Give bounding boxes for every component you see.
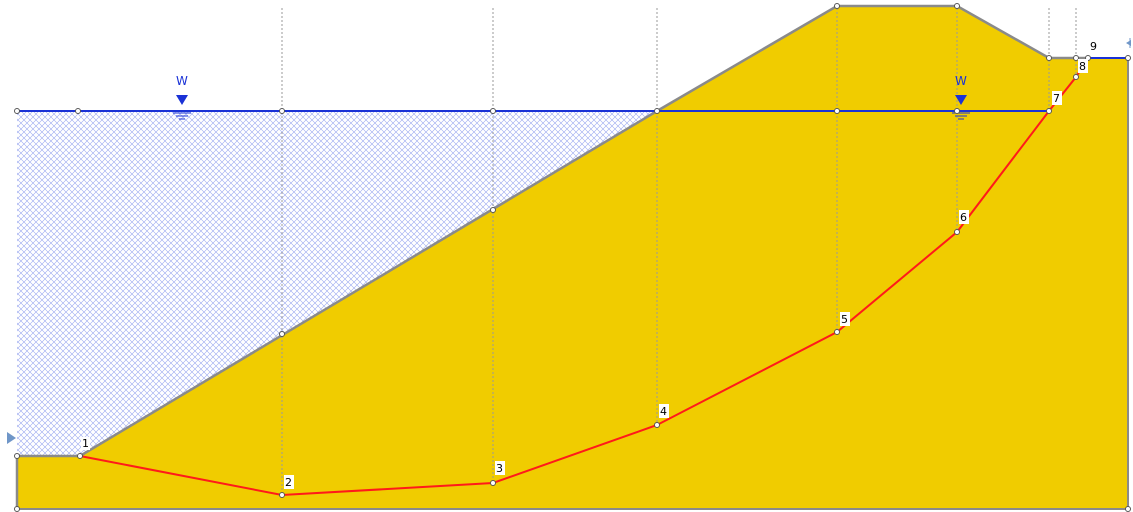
slip-point-label: 4 [659, 404, 669, 418]
water-table-marker-icon: W [173, 74, 191, 120]
water-label: W [955, 74, 967, 88]
svg-text:6: 6 [960, 211, 967, 224]
slip-point-label: 7 [1052, 91, 1062, 105]
slip-point-label: 1 [81, 437, 90, 450]
terrain-surface-line [15, 4, 1088, 509]
svg-text:9: 9 [1090, 40, 1097, 53]
svg-text:8: 8 [1079, 60, 1086, 73]
right-boundary-arrow-icon [1126, 38, 1131, 48]
slip-point-label: 9 [1090, 40, 1097, 53]
svg-text:7: 7 [1053, 92, 1060, 105]
water-label: W [176, 74, 188, 88]
soil-body [17, 6, 1128, 509]
svg-text:5: 5 [841, 313, 848, 326]
left-boundary-arrow-icon [7, 432, 16, 444]
slip-point-label: 2 [284, 475, 294, 489]
slip-point-label: 8 [1078, 59, 1088, 73]
svg-text:3: 3 [496, 462, 503, 475]
svg-text:4: 4 [660, 405, 667, 418]
water-region [17, 111, 657, 456]
svg-text:1: 1 [82, 437, 89, 450]
slip-point-label: 3 [495, 461, 505, 475]
slip-point-label: 6 [959, 210, 969, 224]
slip-point-label: 5 [840, 312, 850, 326]
water-table-marker-icon: W [952, 74, 970, 120]
water-table-markers: W W [173, 74, 970, 120]
node-markers [14, 3, 1131, 512]
slip-point-labels: 1 2 3 4 5 6 7 8 9 [81, 40, 1097, 489]
svg-text:2: 2 [285, 476, 292, 489]
section-lines [281, 8, 1077, 495]
